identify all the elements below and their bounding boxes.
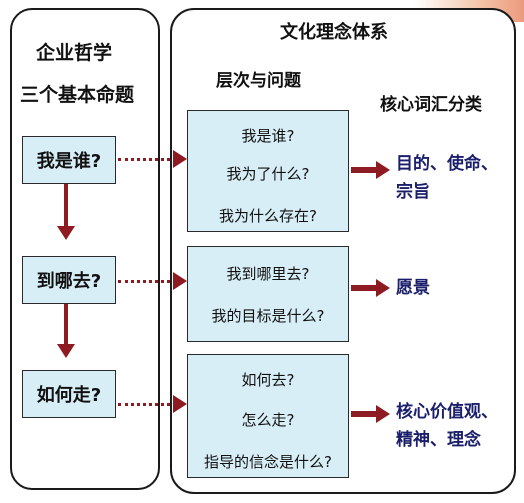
result-purpose-mission: 目的、使命、 宗旨 bbox=[396, 150, 498, 206]
down-arrow-shaft bbox=[64, 304, 68, 344]
question-label: 到哪去? bbox=[36, 271, 102, 292]
vocabulary-column-header: 核心词汇分类 bbox=[380, 95, 482, 115]
layer-question: 我到哪里去? bbox=[226, 265, 310, 283]
connector-arrow-head bbox=[173, 395, 187, 413]
question-box-how-to-go: 如何走? bbox=[22, 370, 116, 418]
result-line: 核心价值观、 bbox=[396, 402, 498, 422]
result-line: 目的、使命、 bbox=[396, 154, 498, 174]
layer-question: 指导的信念是什么? bbox=[204, 453, 332, 471]
question-label: 我是谁? bbox=[36, 151, 102, 172]
right-panel-title: 文化理念体系 bbox=[280, 22, 388, 43]
layer-box-identity: 我是谁? 我为了什么? 我为什么存在? bbox=[187, 110, 349, 232]
left-panel-title: 企业哲学 bbox=[36, 42, 113, 64]
result-arrow-shaft bbox=[351, 411, 377, 417]
result-arrow-shaft bbox=[351, 167, 377, 173]
connector-arrow-head bbox=[173, 150, 187, 168]
result-arrow-shaft bbox=[351, 285, 377, 291]
layer-box-direction: 我到哪里去? 我的目标是什么? bbox=[187, 246, 349, 342]
dotted-connector bbox=[118, 158, 176, 161]
result-line: 愿景 bbox=[396, 278, 430, 298]
question-label: 如何走? bbox=[36, 385, 102, 406]
layer-box-method: 如何去? 怎么走? 指导的信念是什么? bbox=[187, 354, 349, 478]
question-box-who-am-i: 我是谁? bbox=[22, 136, 116, 184]
down-arrow-shaft bbox=[64, 184, 68, 226]
result-line: 宗旨 bbox=[396, 182, 430, 202]
result-core-values: 核心价值观、 精神、理念 bbox=[396, 398, 498, 454]
down-arrow-head bbox=[57, 344, 75, 358]
layer-question: 如何去? bbox=[241, 371, 295, 389]
dotted-connector bbox=[118, 280, 176, 283]
result-arrow-head bbox=[376, 405, 390, 423]
question-box-where-to-go: 到哪去? bbox=[22, 256, 116, 304]
result-arrow-head bbox=[376, 279, 390, 297]
result-line: 精神、理念 bbox=[396, 430, 481, 450]
connector-arrow-head bbox=[173, 272, 187, 290]
layers-column-header: 层次与问题 bbox=[216, 71, 301, 91]
result-vision: 愿景 bbox=[396, 274, 430, 302]
result-arrow-head bbox=[376, 161, 390, 179]
down-arrow-head bbox=[57, 226, 75, 240]
layer-question: 我为了什么? bbox=[226, 165, 310, 183]
layer-question: 我的目标是什么? bbox=[211, 307, 325, 325]
layer-question: 我是谁? bbox=[241, 127, 295, 145]
left-panel-subtitle: 三个基本命题 bbox=[20, 84, 135, 106]
layer-question: 怎么走? bbox=[241, 411, 295, 429]
dotted-connector bbox=[118, 403, 176, 406]
layer-question: 我为什么存在? bbox=[219, 207, 317, 225]
